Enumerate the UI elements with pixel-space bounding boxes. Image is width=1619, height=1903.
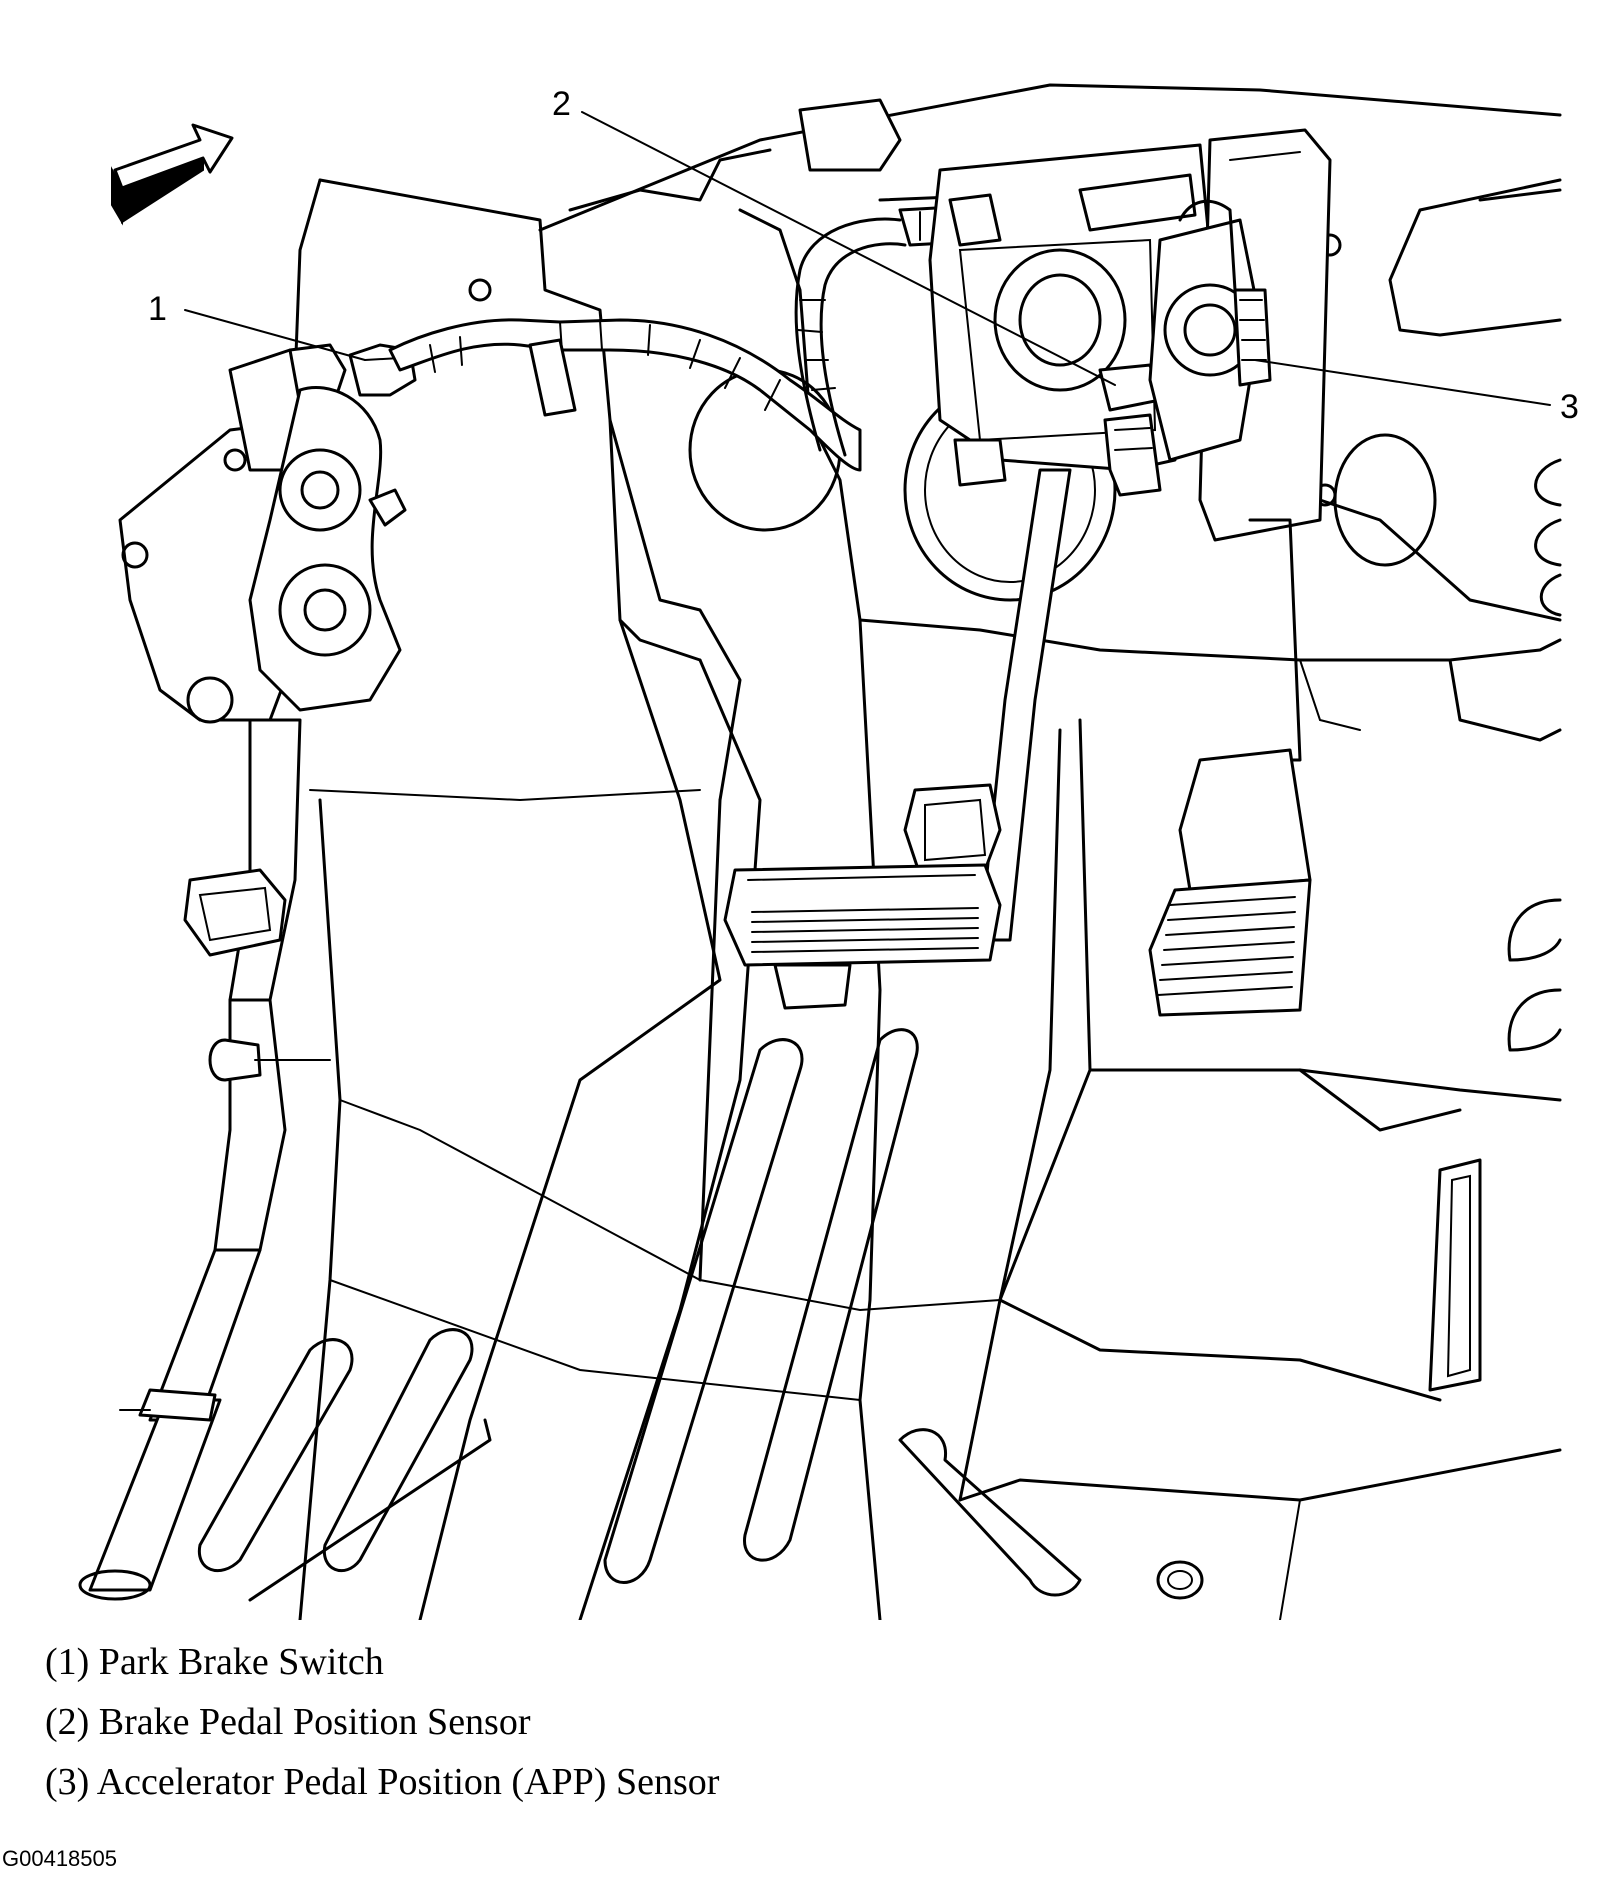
callout-number-1: 1 [148,290,167,328]
app-sensor-module [1148,128,1332,542]
callout-1: 1 [148,290,366,361]
forward-arrow-icon [111,123,234,226]
callout-3: 3 [1254,359,1579,426]
release-cable [78,1248,262,1601]
side-trim [1428,458,1562,1392]
callout-number-2: 2 [552,85,571,123]
floor-pan [298,618,1562,1620]
callout-2: 2 [552,85,1116,386]
legend-item-park-brake-switch: (1) Park Brake Switch [45,1641,384,1683]
dash-panel [293,83,1562,802]
wiring-harness [388,217,907,472]
legend: (1) Park Brake Switch (2) Brake Pedal Po… [45,1632,1585,1812]
callout-number-3: 3 [1560,388,1579,426]
brake-pedal-bracket [928,143,1212,497]
pedal-assembly-diagram: 1 2 3 [78,83,1579,1620]
brake-pedal [723,468,1072,1010]
legend-item-brake-pedal-position-sensor: (2) Brake Pedal Position Sensor [45,1701,531,1743]
accelerator-pedal [1148,518,1312,1017]
floor-ribs [197,1028,1204,1602]
figure-id: G00418505 [2,1846,117,1871]
legend-item-app-sensor: (3) Accelerator Pedal Position (APP) Sen… [45,1761,720,1803]
park-brake-assembly [118,343,417,1252]
